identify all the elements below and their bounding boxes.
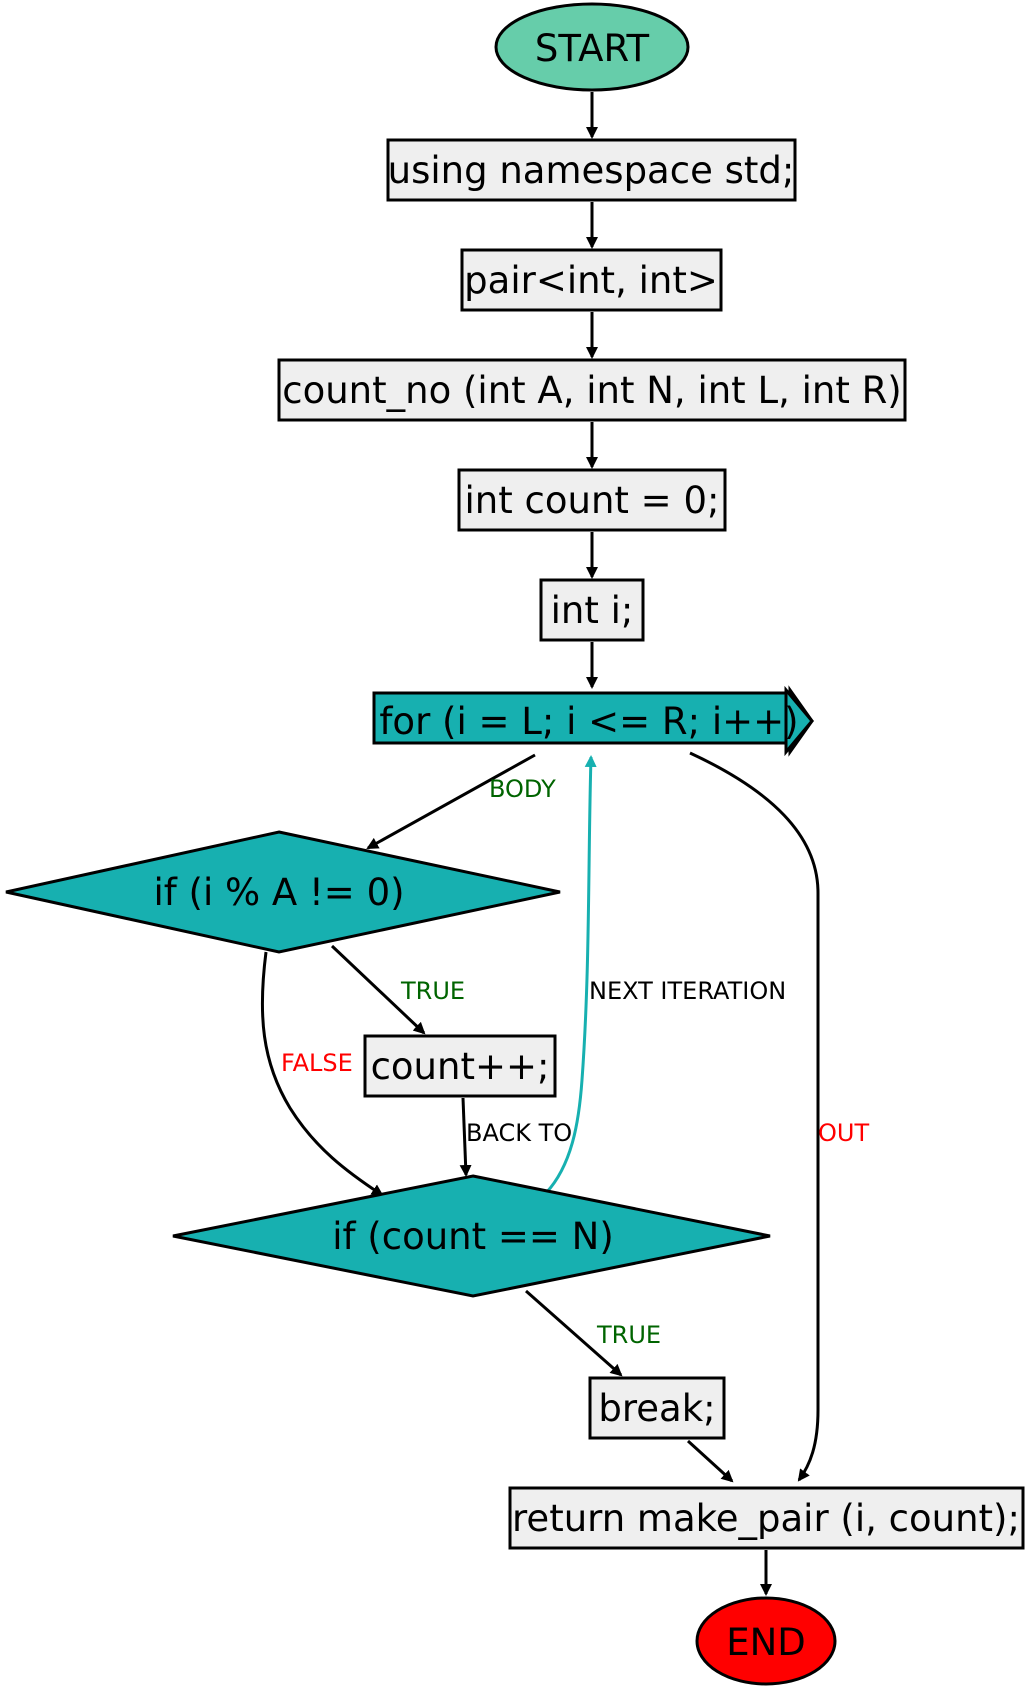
edge-for-to-if-mod [366,753,536,850]
int-i-label: int i; [551,589,634,632]
edge-label-next-iteration: NEXT ITERATION [589,977,786,1005]
edge-for-out-to-return [689,751,820,1482]
edge-next-iteration-loop [544,755,597,1195]
pair-type-box [460,248,723,312]
if-count-label: if (count == N) [332,1215,614,1258]
count-init-box [457,468,727,532]
count-increment-node: count++; [363,1034,557,1098]
if-mod-diamond [5,830,561,954]
pair-type-label: pair<int, int> [464,259,718,302]
edge-label-out: OUT [818,1119,869,1147]
count-init-node: int count = 0; [457,468,727,532]
edge-label-true-2: TRUE [596,1321,661,1349]
break-node: break; [588,1376,726,1440]
return-box [508,1486,1025,1550]
break-box [588,1376,726,1440]
start-ellipse [494,2,690,92]
if-mod-label: if (i % A != 0) [153,871,404,914]
edge-labels: BODY TRUE FALSE BACK TO NEXT ITERATION O… [281,775,869,1349]
edge-if-mod-false-to-if-count [260,951,384,1197]
using-namespace-box [386,138,797,202]
pair-type-node: pair<int, int> [460,248,723,312]
edge-label-back-to: BACK TO [466,1119,572,1147]
start-node: START [494,2,690,92]
edges [260,92,820,1596]
edge-label-false-1: FALSE [281,1049,353,1077]
nodes: START using namespace std; pair<int, int… [5,2,1025,1686]
edge-if-count-true-to-break [525,1289,623,1377]
for-loop-arrow-head-outline [784,685,814,757]
using-namespace-label: using namespace std; [388,149,795,192]
end-node: END [695,1596,837,1686]
return-label: return make_pair (i, count); [512,1497,1020,1540]
start-label: START [535,27,650,70]
if-count-diamond [172,1174,771,1298]
int-i-node: int i; [539,578,645,642]
end-label: END [726,1621,806,1664]
edge-count-inc-to-if-count [459,1097,472,1177]
if-mod-decision-node: if (i % A != 0) [5,830,561,954]
edge-label-body: BODY [489,775,556,803]
function-signature-box [277,358,907,422]
count-init-label: int count = 0; [465,479,720,522]
end-ellipse [695,1596,837,1686]
if-count-decision-node: if (count == N) [172,1174,771,1298]
function-signature-node: count_no (int A, int N, int L, int R) [277,358,907,422]
using-namespace-node: using namespace std; [386,138,797,202]
for-loop-label: for (i = L; i <= R; i++) [379,700,798,743]
break-label: break; [598,1387,715,1430]
return-node: return make_pair (i, count); [508,1486,1025,1550]
count-increment-box [363,1034,557,1098]
edge-break-to-return [686,1439,734,1483]
edge-label-true-1: TRUE [400,977,465,1005]
function-signature-label: count_no (int A, int N, int L, int R) [282,369,901,412]
for-loop-node: for (i = L; i <= R; i++) [372,685,814,757]
int-i-box [539,578,645,642]
edge-if-mod-true-to-count-inc [330,944,426,1035]
count-increment-label: count++; [371,1045,550,1088]
